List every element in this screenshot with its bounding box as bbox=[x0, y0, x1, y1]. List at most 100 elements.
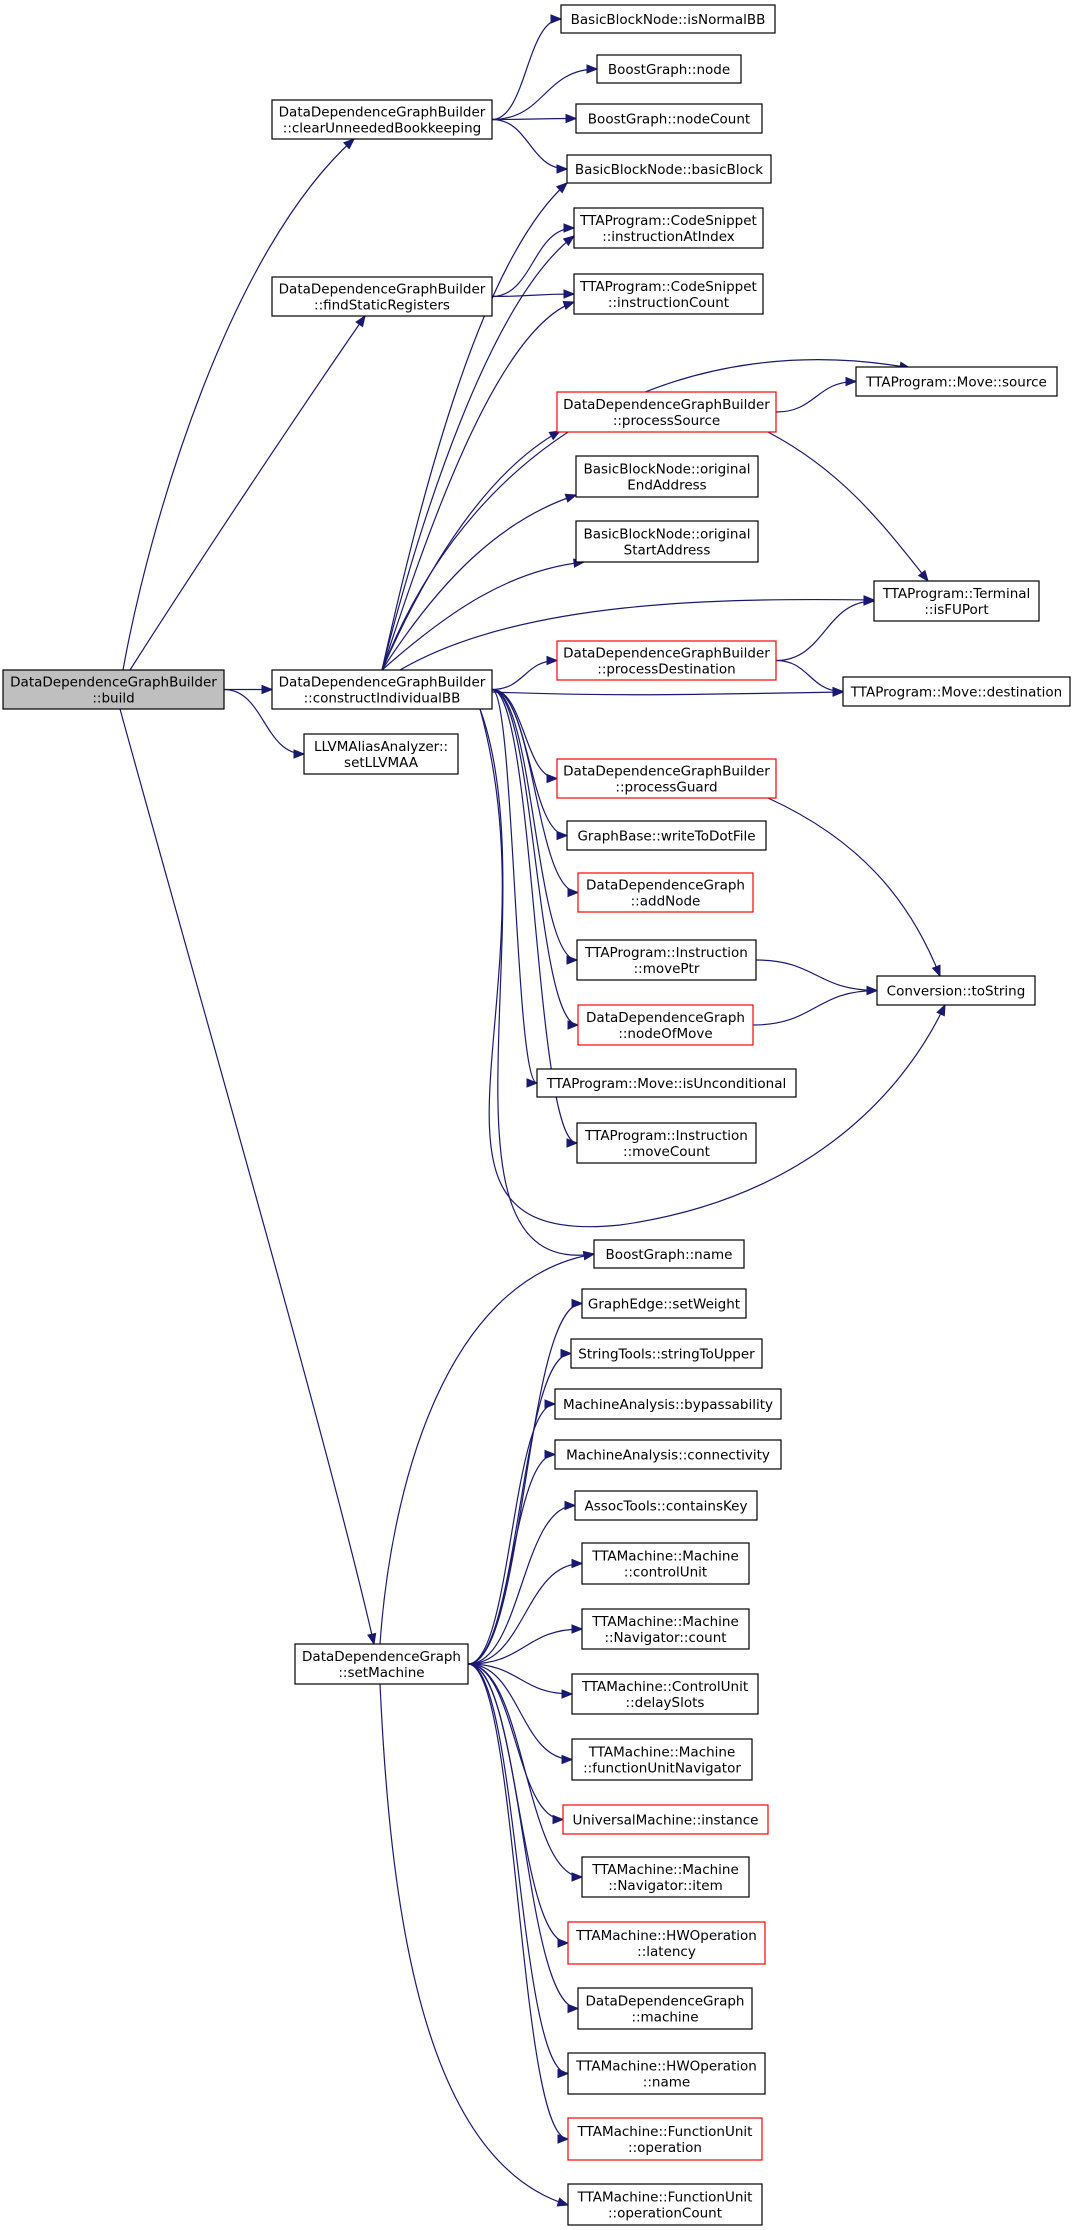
node-box[interactable] bbox=[271, 99, 493, 140]
node-box[interactable] bbox=[554, 1388, 782, 1420]
node-findStatic[interactable]: DataDependenceGraphBuilder::findStaticRe… bbox=[271, 276, 493, 317]
node-processDest[interactable]: DataDependenceGraphBuilder::processDesti… bbox=[556, 640, 777, 681]
node-label-line: EndAddress bbox=[627, 478, 706, 494]
node-box[interactable] bbox=[876, 975, 1036, 1006]
node-box[interactable] bbox=[560, 4, 776, 34]
node-box[interactable] bbox=[536, 1068, 797, 1098]
node-box[interactable] bbox=[576, 1122, 757, 1164]
node-box[interactable] bbox=[593, 1239, 745, 1269]
node-box[interactable] bbox=[571, 1673, 759, 1715]
node-label-line: StringTools::stringToUpper bbox=[578, 1347, 755, 1363]
node-toString[interactable]: Conversion::toString bbox=[876, 975, 1036, 1006]
node-delaySlots[interactable]: TTAMachine::ControlUnit::delaySlots bbox=[571, 1673, 759, 1715]
node-box[interactable] bbox=[581, 1608, 750, 1650]
node-box[interactable] bbox=[577, 1987, 753, 2030]
node-moveDest[interactable]: TTAProgram::Move::destination bbox=[842, 676, 1071, 707]
node-instrAtIndex[interactable]: TTAProgram::CodeSnippet::instructionAtIn… bbox=[573, 207, 764, 249]
node-bypass[interactable]: MachineAnalysis::bypassability bbox=[554, 1388, 782, 1420]
node-box[interactable] bbox=[573, 273, 764, 315]
node-label-line: BoostGraph::name bbox=[606, 1247, 733, 1263]
node-box[interactable] bbox=[566, 820, 767, 851]
node-box[interactable] bbox=[556, 640, 777, 681]
node-hwLatency[interactable]: TTAMachine::HWOperation::latency bbox=[567, 1921, 766, 1965]
node-moveSource[interactable]: TTAProgram::Move::source bbox=[855, 366, 1058, 397]
node-ddgMachine[interactable]: DataDependenceGraph::machine bbox=[577, 1987, 753, 2030]
node-fuNav[interactable]: TTAMachine::Machine::functionUnitNavigat… bbox=[571, 1738, 753, 1781]
node-bgName[interactable]: BoostGraph::name bbox=[593, 1239, 745, 1269]
node-box[interactable] bbox=[294, 1643, 469, 1685]
node-isFUPort[interactable]: TTAProgram::Terminal::isFUPort bbox=[873, 580, 1040, 622]
node-hwName[interactable]: TTAMachine::HWOperation::name bbox=[567, 2052, 766, 2095]
node-processGuard[interactable]: DataDependenceGraphBuilder::processGuard bbox=[556, 758, 777, 799]
node-box[interactable] bbox=[575, 103, 763, 134]
node-bgNode[interactable]: BoostGraph::node bbox=[596, 54, 742, 84]
node-box[interactable] bbox=[567, 2117, 763, 2161]
node-fuOperation[interactable]: TTAMachine::FunctionUnit::operation bbox=[567, 2117, 763, 2161]
node-label-line: BasicBlockNode::isNormalBB bbox=[571, 12, 766, 28]
node-instrCount[interactable]: TTAProgram::CodeSnippet::instructionCoun… bbox=[573, 273, 764, 315]
node-box[interactable] bbox=[574, 1490, 758, 1521]
node-box[interactable] bbox=[2, 669, 225, 710]
node-box[interactable] bbox=[581, 1856, 750, 1898]
node-box[interactable] bbox=[566, 154, 772, 184]
node-box[interactable] bbox=[554, 1439, 782, 1470]
edge-arrowhead bbox=[367, 1632, 377, 1646]
node-box[interactable] bbox=[567, 1921, 766, 1965]
node-constructBB[interactable]: DataDependenceGraphBuilder::constructInd… bbox=[271, 669, 493, 710]
node-label-line: TTAMachine::HWOperation bbox=[575, 2059, 757, 2075]
node-setWeight[interactable]: GraphEdge::setWeight bbox=[581, 1288, 747, 1319]
node-controlUnit[interactable]: TTAMachine::Machine::controlUnit bbox=[581, 1542, 750, 1585]
node-box[interactable] bbox=[567, 2183, 763, 2226]
node-box[interactable] bbox=[581, 1288, 747, 1319]
node-toUpper[interactable]: StringTools::stringToUpper bbox=[570, 1338, 763, 1369]
node-processSource[interactable]: DataDependenceGraphBuilder::processSourc… bbox=[556, 391, 777, 433]
node-nodeOfMove[interactable]: DataDependenceGraph::nodeOfMove bbox=[577, 1004, 754, 1046]
node-label-line: TTAMachine::Machine bbox=[588, 1745, 736, 1761]
node-box[interactable] bbox=[303, 733, 459, 775]
node-box[interactable] bbox=[556, 391, 777, 433]
node-box[interactable] bbox=[556, 758, 777, 799]
edge-processSource-to-isFUPort bbox=[767, 431, 929, 582]
node-box[interactable] bbox=[855, 366, 1058, 397]
edge-arrowhead bbox=[567, 2003, 580, 2014]
node-box[interactable] bbox=[571, 1738, 753, 1781]
node-box[interactable] bbox=[842, 676, 1071, 707]
node-box[interactable] bbox=[575, 455, 759, 498]
node-label-line: MachineAnalysis::connectivity bbox=[566, 1448, 770, 1464]
node-isUncond[interactable]: TTAProgram::Move::isUnconditional bbox=[536, 1068, 797, 1098]
node-box[interactable] bbox=[567, 2052, 766, 2095]
node-navItem[interactable]: TTAMachine::Machine::Navigator::item bbox=[581, 1856, 750, 1898]
node-box[interactable] bbox=[271, 669, 493, 710]
node-box[interactable] bbox=[570, 1338, 763, 1369]
node-basicBlock[interactable]: BasicBlockNode::basicBlock bbox=[566, 154, 772, 184]
node-containsKey[interactable]: AssocTools::containsKey bbox=[574, 1490, 758, 1521]
node-box[interactable] bbox=[873, 580, 1040, 622]
node-navCount[interactable]: TTAMachine::Machine::Navigator::count bbox=[581, 1608, 750, 1650]
node-addNode[interactable]: DataDependenceGraph::addNode bbox=[577, 872, 754, 913]
node-isNormalBB[interactable]: BasicBlockNode::isNormalBB bbox=[560, 4, 776, 34]
node-movePtr[interactable]: TTAProgram::Instruction::movePtr bbox=[576, 939, 757, 981]
node-build[interactable]: DataDependenceGraphBuilder::build bbox=[2, 669, 225, 710]
node-box[interactable] bbox=[573, 207, 764, 249]
node-box[interactable] bbox=[562, 1804, 769, 1835]
node-fuOpCount[interactable]: TTAMachine::FunctionUnit::operationCount bbox=[567, 2183, 763, 2226]
node-box[interactable] bbox=[575, 520, 759, 563]
node-box[interactable] bbox=[596, 54, 742, 84]
node-bgNodeCount[interactable]: BoostGraph::nodeCount bbox=[575, 103, 763, 134]
node-connect[interactable]: MachineAnalysis::connectivity bbox=[554, 1439, 782, 1470]
node-umInstance[interactable]: UniversalMachine::instance bbox=[562, 1804, 769, 1835]
node-box[interactable] bbox=[576, 939, 757, 981]
node-box[interactable] bbox=[577, 872, 754, 913]
node-writeToDot[interactable]: GraphBase::writeToDotFile bbox=[566, 820, 767, 851]
node-box[interactable] bbox=[581, 1542, 750, 1585]
node-setLLVMAA[interactable]: LLVMAliasAnalyzer::setLLVMAA bbox=[303, 733, 459, 775]
node-setMachine[interactable]: DataDependenceGraph::setMachine bbox=[294, 1643, 469, 1685]
node-box[interactable] bbox=[271, 276, 493, 317]
node-box[interactable] bbox=[577, 1004, 754, 1046]
node-moveCount[interactable]: TTAProgram::Instruction::moveCount bbox=[576, 1122, 757, 1164]
node-clearUnneeded[interactable]: DataDependenceGraphBuilder::clearUnneede… bbox=[271, 99, 493, 140]
node-label-line: TTAProgram::Instruction bbox=[584, 945, 748, 961]
node-label-line: DataDependenceGraphBuilder bbox=[563, 764, 770, 780]
